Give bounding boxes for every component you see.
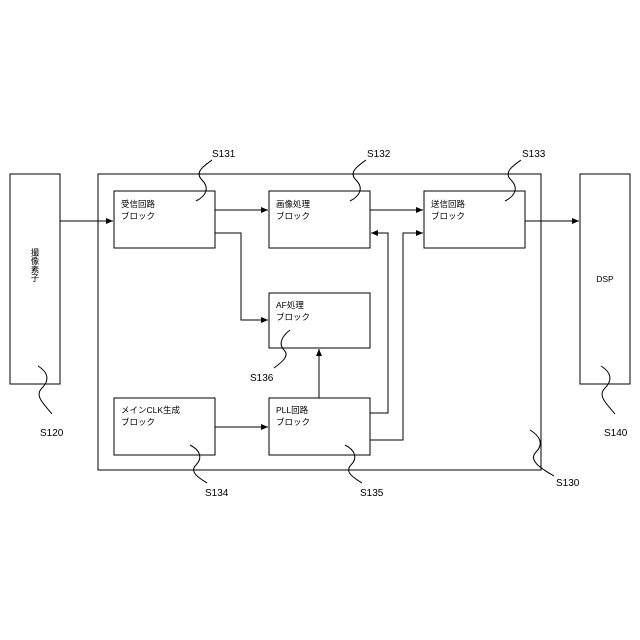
- imaging-element-label: 撮像素子: [30, 247, 40, 282]
- main-clk-label-line2: ブロック: [121, 417, 155, 427]
- af-processing-label-line1: AF処理: [276, 300, 304, 310]
- receive-circuit-block: 受信回路 ブロック: [114, 191, 215, 248]
- imaging-element-block: 撮像素子: [10, 174, 60, 384]
- ref-s136: S136: [250, 373, 274, 384]
- pll-circuit-label-line1: PLL回路: [276, 405, 309, 415]
- ref-s130: S130: [556, 478, 580, 489]
- pll-circuit-label-line2: ブロック: [276, 417, 310, 427]
- ref-s134: S134: [205, 488, 229, 499]
- ref-s132: S132: [367, 149, 391, 160]
- main-clk-label-line1: メインCLK生成: [121, 405, 181, 415]
- image-processing-label-line2: ブロック: [276, 211, 310, 221]
- receive-circuit-label-line2: ブロック: [121, 211, 155, 221]
- ref-s140: S140: [604, 428, 628, 439]
- image-processing-block: 画像処理 ブロック: [269, 191, 370, 248]
- transmit-circuit-label-line2: ブロック: [431, 211, 465, 221]
- transmit-circuit-label-line1: 送信回路: [431, 199, 466, 209]
- ref-s135: S135: [360, 488, 384, 499]
- ref-s120: S120: [40, 428, 64, 439]
- main-clk-block: メインCLK生成 ブロック: [114, 398, 215, 455]
- transmit-circuit-block: 送信回路 ブロック: [424, 191, 525, 248]
- image-processing-label-line1: 画像処理: [276, 199, 311, 209]
- receive-circuit-label-line1: 受信回路: [121, 199, 156, 209]
- pll-circuit-block: PLL回路 ブロック: [269, 398, 370, 455]
- af-processing-label-line2: ブロック: [276, 312, 310, 322]
- af-processing-block: AF処理 ブロック: [269, 293, 370, 348]
- dsp-label: DSP: [596, 274, 614, 284]
- ref-s133: S133: [522, 149, 546, 160]
- dsp-block: DSP: [580, 174, 630, 384]
- ref-s131: S131: [212, 149, 236, 160]
